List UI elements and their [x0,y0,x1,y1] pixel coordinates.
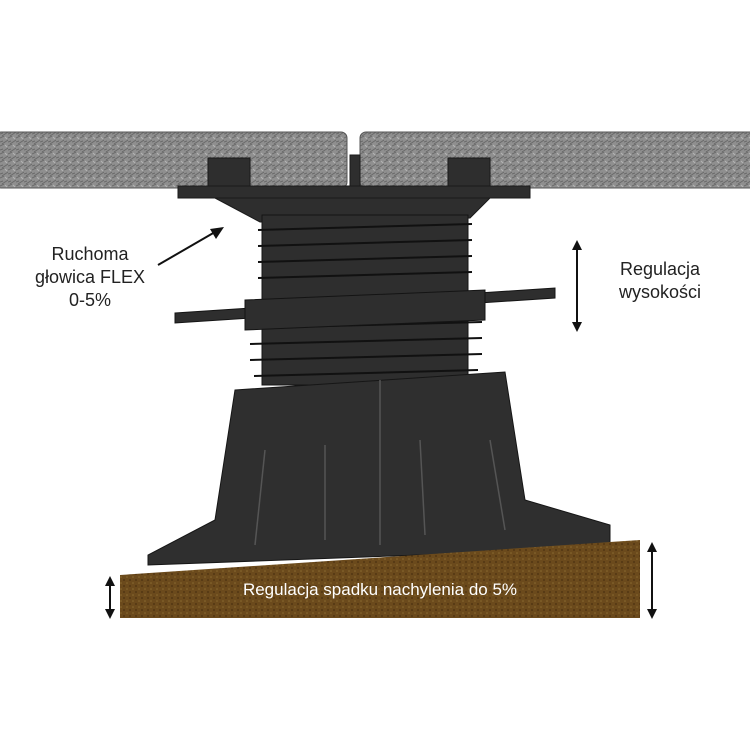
slab-right [359,131,750,189]
arrow-head-tilt [157,227,224,266]
soil-ground [120,540,640,618]
threaded-column [174,214,556,386]
height-adjust-label: Regulacja wysokości [590,258,730,304]
arrow-slope-right [647,542,657,619]
flex-head-label: Ruchoma głowica FLEX 0-5% [10,243,170,312]
slope-adjust-label: Regulacja spadku nachylenia do 5% [242,580,518,599]
arrow-height-adjust [572,240,582,332]
height-adjust-label-line2: wysokości [618,282,702,302]
flex-head-label-line1: Ruchoma [51,244,129,264]
slab-left [0,131,348,189]
flex-head-label-line2: głowica FLEX [34,267,146,287]
pedestal-head [177,154,531,223]
height-adjust-label-line1: Regulacja [619,259,701,279]
pedestal-base [147,371,611,566]
arrow-slope-left [105,576,115,619]
flex-head-label-line3: 0-5% [68,290,112,310]
